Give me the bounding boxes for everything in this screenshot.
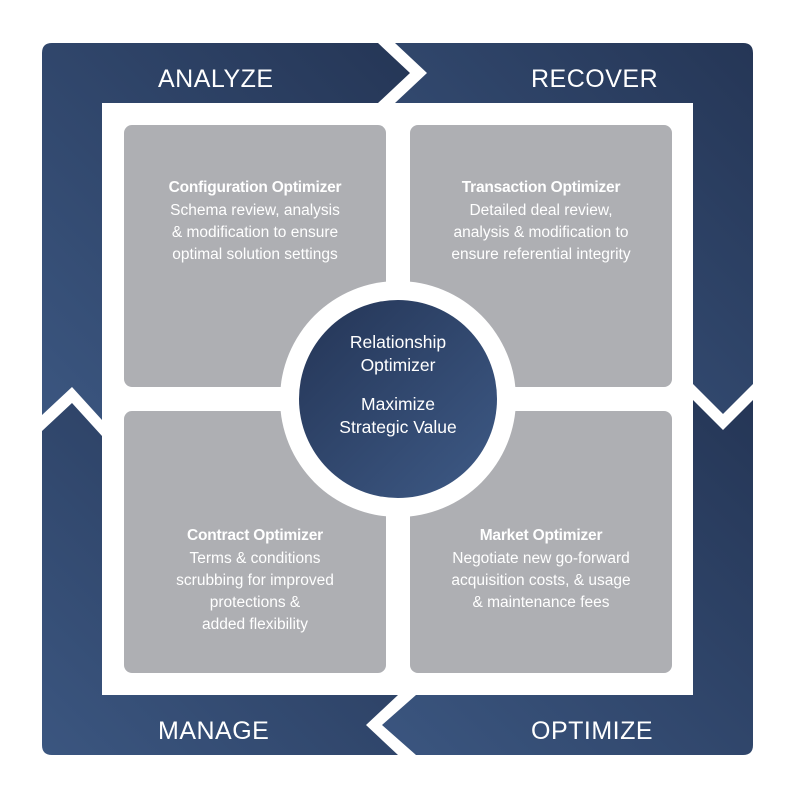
quadrant-description-line: Detailed deal review, xyxy=(469,202,613,219)
quadrant-description-line: protections & xyxy=(209,594,301,611)
quadrant-description: Terms & conditions scrubbing for improve… xyxy=(124,548,386,636)
quadrant-title: Configuration Optimizer xyxy=(168,179,342,196)
quadrant-description-line: Negotiate new go-forward xyxy=(452,550,630,567)
quadrant-description-line: & modification to ensure xyxy=(171,224,339,241)
band-segment-optimize xyxy=(382,400,753,755)
quadrant-description-line: Schema review, analysis xyxy=(170,202,340,219)
band-segment-analyze xyxy=(42,43,410,420)
center-hub xyxy=(299,300,497,498)
quadrant-description-line: scrubbing for improved xyxy=(176,572,334,589)
quadrant-description-line: & maintenance fees xyxy=(472,594,610,611)
center-hub-text: Relationship Optimizer Maximize Strategi… xyxy=(292,331,504,439)
quadrant-title: Market Optimizer xyxy=(479,527,603,544)
quadrant-configuration-optimizer: Configuration Optimizer Schema review, a… xyxy=(124,177,386,266)
phase-label-recover: RECOVER xyxy=(531,65,659,93)
center-title-line: Relationship xyxy=(349,332,447,352)
band-segment-manage xyxy=(42,403,398,755)
phase-label-optimize: OPTIMIZE xyxy=(531,717,654,745)
quadrant-description-line: analysis & modification to xyxy=(453,224,629,241)
quadrant-description-line: ensure referential integrity xyxy=(451,246,631,263)
quadrant-market-optimizer: Market Optimizer Negotiate new go-forwar… xyxy=(410,525,672,614)
phase-label-manage: MANAGE xyxy=(158,717,270,745)
quadrant-description: Schema review, analysis & modification t… xyxy=(124,200,386,266)
center-subtitle-line: Strategic Value xyxy=(339,417,457,437)
band-segment-recover xyxy=(395,43,753,414)
quadrant-description-line: acquisition costs, & usage xyxy=(451,572,631,589)
quadrant-description-line: optimal solution settings xyxy=(172,246,338,263)
center-title-line: Optimizer xyxy=(360,355,436,375)
quadrant-description: Negotiate new go-forward acquisition cos… xyxy=(410,548,672,614)
center-subtitle-line: Maximize xyxy=(361,394,435,414)
quadrant-description-line: added flexibility xyxy=(202,616,308,633)
quadrant-description-line: Terms & conditions xyxy=(189,550,321,567)
quadrant-title: Transaction Optimizer xyxy=(461,179,621,196)
quadrant-description: Detailed deal review, analysis & modific… xyxy=(410,200,672,266)
quadrant-title: Contract Optimizer xyxy=(187,527,323,544)
phase-label-analyze: ANALYZE xyxy=(158,65,274,93)
quadrant-transaction-optimizer: Transaction Optimizer Detailed deal revi… xyxy=(410,177,672,266)
quadrant-contract-optimizer: Contract Optimizer Terms & conditions sc… xyxy=(124,525,386,636)
